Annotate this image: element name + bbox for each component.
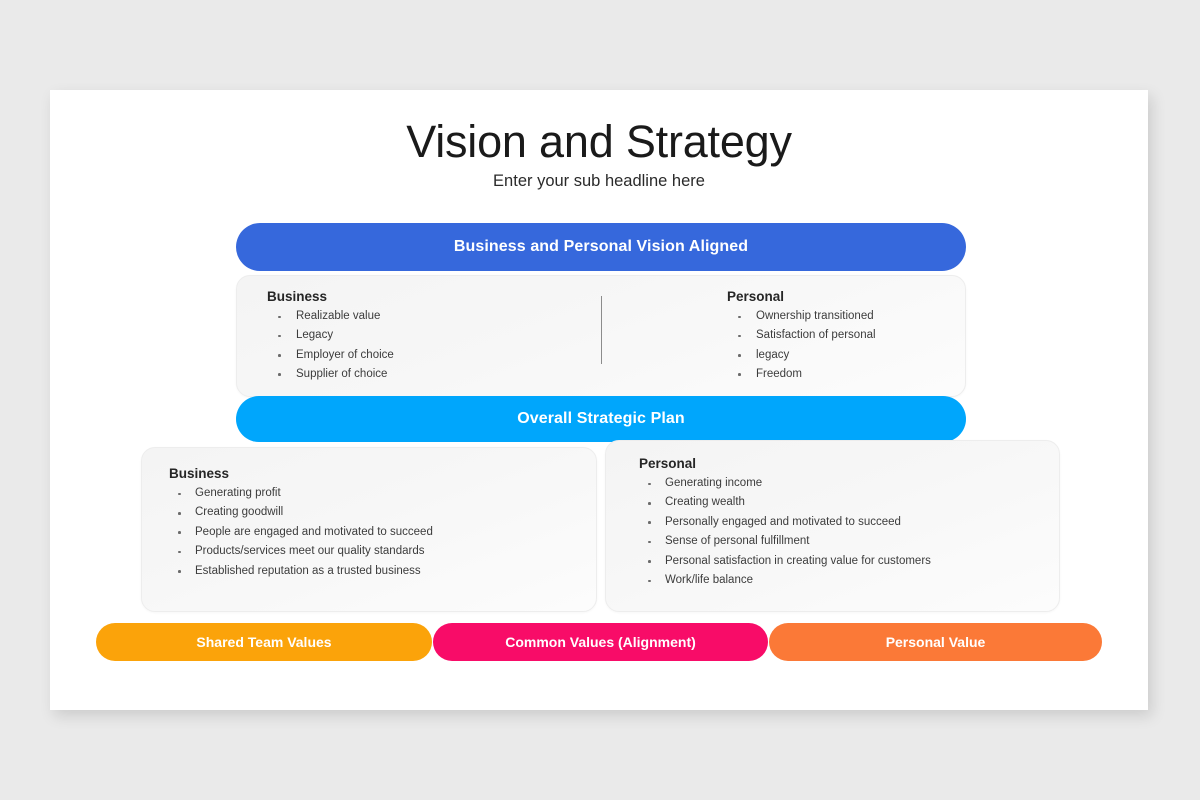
pill-personal-value[interactable]: Personal Value <box>769 623 1102 661</box>
list-item: Personal satisfaction in creating value … <box>639 552 931 571</box>
banner-vision-label: Business and Personal Vision Aligned <box>453 238 749 255</box>
list-item: Ownership transitioned <box>727 307 876 326</box>
list-item: Products/services meet our quality stand… <box>169 542 433 561</box>
list-item: Legacy <box>267 326 394 345</box>
vision-business-heading: Business <box>267 289 328 304</box>
banner-vision-aligned[interactable]: Business and Personal Vision Aligned <box>236 223 966 271</box>
list-item: Established reputation as a trusted busi… <box>169 562 433 581</box>
vision-business-column: Business Realizable value Legacy Employe… <box>267 289 394 384</box>
pill-personal-value-label: Personal Value <box>885 634 986 650</box>
vision-card: Business Realizable value Legacy Employe… <box>236 275 966 397</box>
pill-common-values[interactable]: Common Values (Alignment) <box>433 623 768 661</box>
plan-personal-card: Personal Generating income Creating weal… <box>605 440 1060 612</box>
plan-business-list: Generating profit Creating goodwill Peop… <box>169 484 433 581</box>
plan-personal-column: Personal Generating income Creating weal… <box>639 456 931 590</box>
vision-personal-list: Ownership transitioned Satisfaction of p… <box>727 307 876 384</box>
list-item: Employer of choice <box>267 346 394 365</box>
vision-personal-heading: Personal <box>727 289 785 304</box>
list-item: Personally engaged and motivated to succ… <box>639 513 931 532</box>
list-item: Realizable value <box>267 307 394 326</box>
banner-strategy-label: Overall Strategic Plan <box>517 410 685 427</box>
slide-canvas: Vision and Strategy Enter your sub headl… <box>50 90 1148 710</box>
pill-common-values-label: Common Values (Alignment) <box>505 634 696 650</box>
list-item: Creating wealth <box>639 493 931 512</box>
plan-personal-list: Generating income Creating wealth Person… <box>639 474 931 590</box>
list-item: Generating profit <box>169 484 433 503</box>
plan-personal-heading: Personal <box>639 456 697 471</box>
page-title: Vision and Strategy <box>406 116 792 167</box>
vision-personal-column: Personal Ownership transitioned Satisfac… <box>727 289 876 384</box>
plan-business-card: Business Generating profit Creating good… <box>141 447 597 612</box>
pill-shared-team-values-label: Shared Team Values <box>196 634 332 650</box>
list-item: legacy <box>727 346 876 365</box>
plan-business-column: Business Generating profit Creating good… <box>169 466 433 581</box>
list-item: Supplier of choice <box>267 365 394 384</box>
list-item: Generating income <box>639 474 931 493</box>
vision-card-divider <box>601 296 602 364</box>
list-item: People are engaged and motivated to succ… <box>169 523 433 542</box>
banner-overall-strategic-plan[interactable]: Overall Strategic Plan <box>236 396 966 442</box>
list-item: Freedom <box>727 365 876 384</box>
list-item: Satisfaction of personal <box>727 326 876 345</box>
list-item: Sense of personal fulfillment <box>639 532 931 551</box>
vision-business-list: Realizable value Legacy Employer of choi… <box>267 307 394 384</box>
plan-business-heading: Business <box>169 466 230 481</box>
pill-shared-team-values[interactable]: Shared Team Values <box>96 623 432 661</box>
list-item: Creating goodwill <box>169 503 433 522</box>
page-subtitle: Enter your sub headline here <box>493 172 705 190</box>
list-item: Work/life balance <box>639 571 931 590</box>
